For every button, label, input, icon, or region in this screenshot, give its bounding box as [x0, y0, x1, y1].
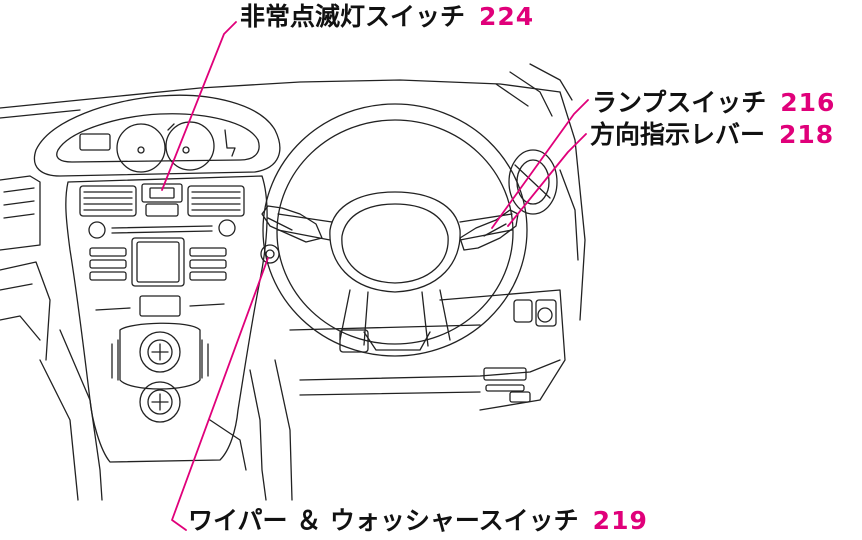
lamp-switch-callout: ランプスイッチ 216 [592, 88, 835, 118]
hazard-switch-page-ref: 224 [479, 2, 535, 31]
wiper-washer-switch-callout: ワイパー ＆ ウォッシャースイッチ 219 [188, 506, 648, 536]
stalks [260, 205, 519, 264]
steering-wheel [262, 103, 528, 357]
lamp-switch-label: ランプスイッチ [592, 88, 767, 117]
turn-signal-lever-page-ref: 218 [779, 120, 835, 149]
dashboard-outline [0, 63, 586, 501]
hazard-switch-label: 非常点滅灯スイッチ [240, 2, 466, 31]
leader-lines [161, 21, 589, 531]
hazard-switch-callout: 非常点滅灯スイッチ 224 [240, 2, 534, 32]
lamp-switch-page-ref: 216 [780, 88, 836, 117]
wiper-washer-switch-label: ワイパー ＆ ウォッシャースイッチ [188, 506, 579, 535]
turn-signal-lever-callout: 方向指示レバー 218 [590, 120, 834, 150]
turn-signal-lever-label: 方向指示レバー [590, 120, 766, 149]
center-stack [65, 175, 268, 463]
wiper-washer-switch-page-ref: 219 [592, 506, 648, 535]
instrument-cluster [33, 94, 281, 177]
